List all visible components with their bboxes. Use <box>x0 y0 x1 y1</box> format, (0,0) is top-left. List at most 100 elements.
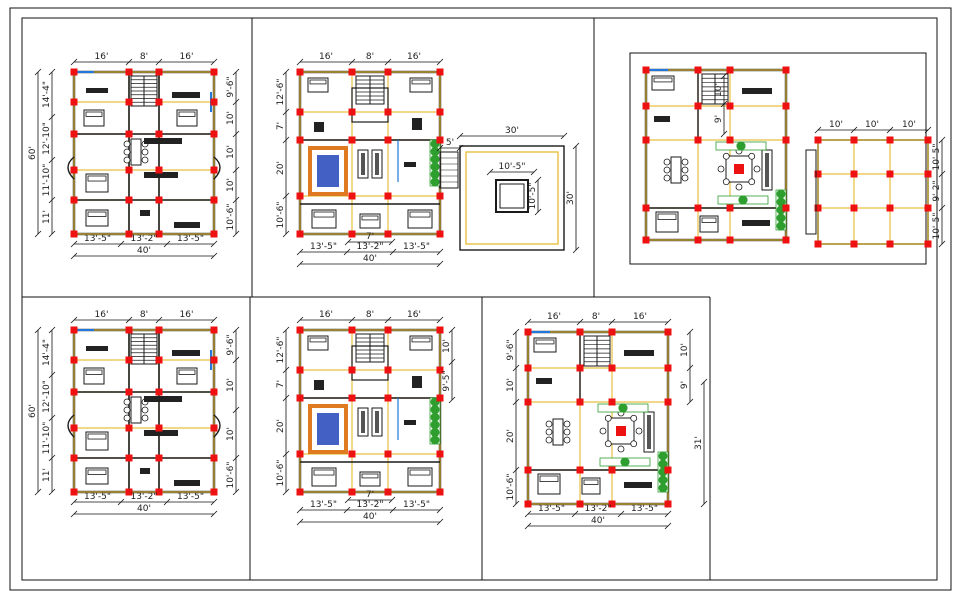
dimension-tick <box>486 168 494 176</box>
chair <box>545 428 553 436</box>
lounge-chair <box>748 152 756 160</box>
dimension-tick <box>125 58 133 66</box>
plant <box>776 189 786 199</box>
bed <box>83 109 105 127</box>
column-marker <box>70 166 78 174</box>
column-marker <box>642 66 650 74</box>
dimension-label: 40' <box>591 516 605 526</box>
dimension-label: 13'-5" <box>177 234 204 244</box>
column-marker <box>886 170 894 178</box>
dimension-label: 9'-6" <box>506 339 516 360</box>
dining-table <box>130 138 142 166</box>
column-marker <box>70 424 78 432</box>
dimension-label: 60' <box>28 404 38 418</box>
dimension-label: 13'-5" <box>631 504 658 514</box>
column-marker <box>850 240 858 248</box>
column-marker <box>384 136 392 144</box>
plant <box>776 197 786 207</box>
column-marker <box>436 394 444 402</box>
chair <box>123 140 131 148</box>
column-marker <box>664 364 672 372</box>
dimension-tick <box>117 240 125 248</box>
rug-center <box>317 413 339 445</box>
column-marker <box>155 454 163 462</box>
plant <box>430 412 440 422</box>
staircase <box>130 75 158 107</box>
dimension-tick <box>296 260 304 268</box>
furniture <box>536 378 552 384</box>
dining-table <box>552 418 564 446</box>
dimension-label: 9'-2" <box>932 180 942 201</box>
dimension-label: 8' <box>366 52 374 62</box>
dimension-tick <box>388 496 396 504</box>
dimension-tick <box>436 518 444 526</box>
planter <box>717 195 769 205</box>
dimension-tick <box>814 126 822 134</box>
column-marker <box>608 364 616 372</box>
lounge-chair <box>630 440 638 448</box>
column-marker <box>296 326 304 334</box>
furniture <box>404 162 416 167</box>
dimension-tick <box>232 230 240 238</box>
bed <box>359 471 381 487</box>
sofa-seat <box>361 411 365 433</box>
column-marker <box>210 388 218 396</box>
lounge-ring <box>717 147 761 191</box>
dimension-label: 10'-6" <box>226 203 236 230</box>
column-marker <box>296 366 304 374</box>
bed-frame <box>176 367 198 385</box>
column-marker <box>296 108 304 116</box>
column-marker <box>348 192 356 200</box>
column-marker <box>664 466 672 474</box>
dimension-tick <box>664 510 672 518</box>
column-marker <box>210 68 218 76</box>
dimension-label: 30' <box>566 191 576 205</box>
dimension-label: 10' <box>506 378 516 392</box>
dimension-label: 16' <box>407 310 421 320</box>
column-marker <box>924 204 932 212</box>
dimension-tick <box>296 58 304 66</box>
plant <box>430 169 440 179</box>
bed-frame <box>176 109 198 127</box>
chair <box>141 156 149 164</box>
dimension-label: 7' <box>276 380 286 388</box>
dimension-tick <box>70 252 78 260</box>
dimension-tick <box>456 132 464 140</box>
bed-pillow <box>361 215 379 221</box>
dimension-tick <box>282 326 290 334</box>
dimension-label: 13'-5" <box>84 492 111 502</box>
dimension-label: 9' <box>714 115 724 123</box>
dimension-tick <box>282 108 290 116</box>
dimension-label: 12'-10" <box>42 380 52 413</box>
column-marker <box>524 500 532 508</box>
dimension-label: 7' <box>366 490 374 500</box>
dimension-tick <box>48 156 56 164</box>
bed <box>311 209 337 229</box>
bed <box>359 213 381 229</box>
column-marker <box>125 488 133 496</box>
dimension-tick <box>70 498 78 506</box>
dimension-tick <box>210 510 218 518</box>
dimension-tick <box>436 316 444 324</box>
dimension-tick <box>282 488 290 496</box>
dimension-tick <box>70 240 78 248</box>
staircase <box>583 335 611 367</box>
dimension-label: 16' <box>633 312 647 322</box>
dimension-tick <box>524 510 532 518</box>
furniture <box>86 346 108 351</box>
dimension-tick <box>686 364 694 372</box>
dimension-tick <box>232 68 240 76</box>
bed <box>85 431 109 451</box>
dimension-tick <box>512 466 520 474</box>
bed-pillow <box>539 475 559 482</box>
dimension-tick <box>282 394 290 402</box>
column-marker <box>70 388 78 396</box>
column-marker <box>348 450 356 458</box>
furniture <box>144 172 178 178</box>
column-marker <box>125 166 133 174</box>
dimension-label: 10' <box>714 83 724 97</box>
column-marker <box>642 236 650 244</box>
lift-core <box>351 87 389 123</box>
bed-frame <box>85 209 109 227</box>
dimension-tick <box>389 248 397 256</box>
